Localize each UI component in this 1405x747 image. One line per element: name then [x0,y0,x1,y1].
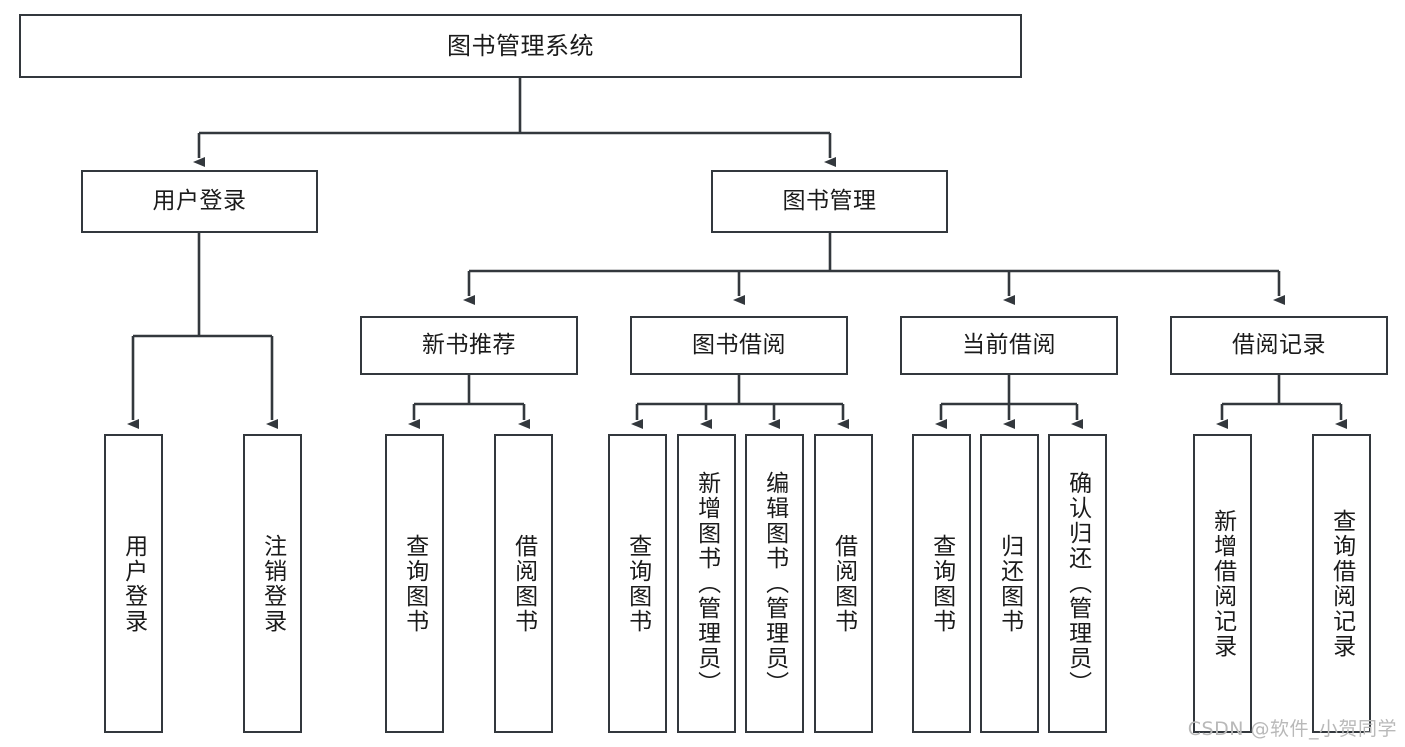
leaf-return-book-label: 归还图书 [996,533,1023,634]
leaf-borrow-book-2[interactable]: 借阅图书 [814,434,873,733]
node-borrow-record[interactable]: 借阅记录 [1170,316,1388,375]
node-book-manage-label: 图书管理 [782,187,877,214]
leaf-borrow-book-2-label: 借阅图书 [830,533,857,634]
leaf-borrow-book-1-label: 借阅图书 [510,533,537,634]
node-book-manage[interactable]: 图书管理 [711,170,948,233]
watermark: CSDN @软件_小贺同学 [1187,718,1397,740]
node-root[interactable]: 图书管理系统 [19,14,1022,78]
node-root-label: 图书管理系统 [447,31,594,60]
leaf-user-logout-label: 注销登录 [259,533,286,634]
leaf-add-book-label: 新增图书（管理员） [693,471,720,696]
node-current-borrow[interactable]: 当前借阅 [900,316,1118,375]
leaf-query-record-label: 查询借阅记录 [1328,508,1355,659]
leaf-user-logout[interactable]: 注销登录 [243,434,302,733]
node-book-borrow-label: 图书借阅 [692,331,786,358]
leaf-query-book-1[interactable]: 查询图书 [385,434,444,733]
node-book-borrow[interactable]: 图书借阅 [630,316,848,375]
leaf-confirm-return-label: 确认归还（管理员） [1064,471,1091,696]
leaf-user-login[interactable]: 用户登录 [104,434,163,733]
leaf-user-login-label: 用户登录 [120,533,147,634]
leaf-edit-book[interactable]: 编辑图书（管理员） [745,434,804,733]
leaf-query-record[interactable]: 查询借阅记录 [1312,434,1371,733]
leaf-confirm-return[interactable]: 确认归还（管理员） [1048,434,1107,733]
node-user-login-label: 用户登录 [152,187,247,214]
leaf-add-book[interactable]: 新增图书（管理员） [677,434,736,733]
leaf-query-book-2[interactable]: 查询图书 [608,434,667,733]
leaf-query-book-3[interactable]: 查询图书 [912,434,971,733]
leaf-query-book-2-label: 查询图书 [624,533,651,634]
leaf-add-record-label: 新增借阅记录 [1209,508,1236,659]
node-user-login[interactable]: 用户登录 [81,170,318,233]
node-borrow-record-label: 借阅记录 [1232,331,1326,358]
leaf-query-book-3-label: 查询图书 [928,533,955,634]
leaf-borrow-book-1[interactable]: 借阅图书 [494,434,553,733]
leaf-add-record[interactable]: 新增借阅记录 [1193,434,1252,733]
leaf-edit-book-label: 编辑图书（管理员） [761,471,788,696]
node-new-book-rec-label: 新书推荐 [422,331,516,358]
node-current-borrow-label: 当前借阅 [962,331,1056,358]
node-new-book-rec[interactable]: 新书推荐 [360,316,578,375]
leaf-return-book[interactable]: 归还图书 [980,434,1039,733]
leaf-query-book-1-label: 查询图书 [401,533,428,634]
